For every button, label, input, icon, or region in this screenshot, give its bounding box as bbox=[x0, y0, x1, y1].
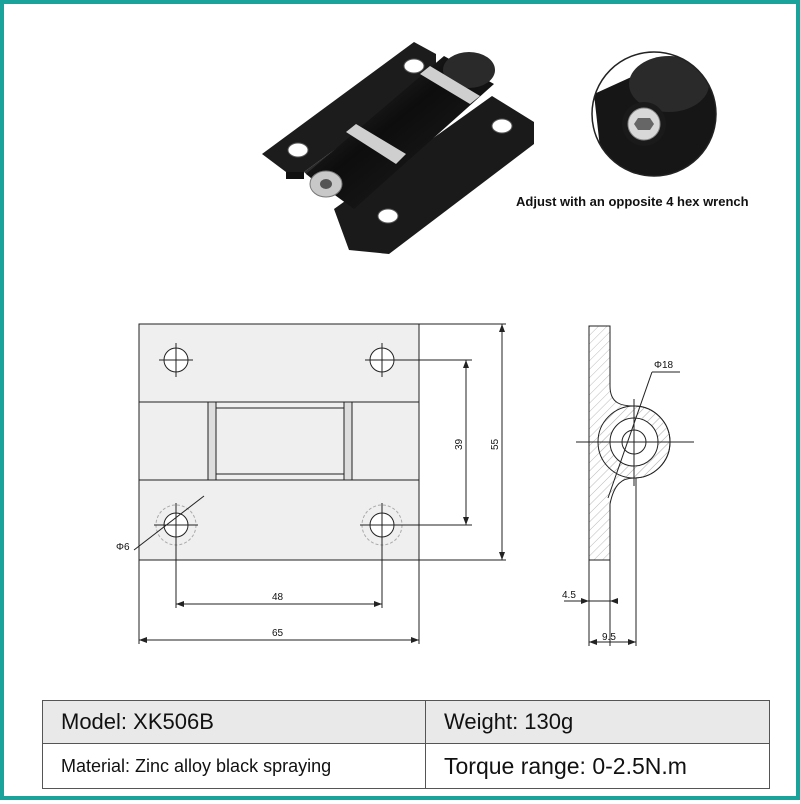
dim-plate-thickness: 4.5 bbox=[562, 590, 576, 601]
spec-weight: Weight: 130g bbox=[425, 700, 770, 744]
spec-table: Model: XK506B Weight: 130g Material: Zin… bbox=[42, 700, 770, 789]
side-dimension-arrows bbox=[581, 598, 636, 645]
closeup-caption: Adjust with an opposite 4 hex wrench bbox=[516, 194, 749, 209]
hex-socket-closeup bbox=[634, 118, 654, 130]
screw-hole-3 bbox=[491, 118, 513, 134]
spec-material: Material: Zinc alloy black spraying bbox=[42, 743, 426, 789]
hinge-photo bbox=[262, 42, 534, 254]
front-view-drawing bbox=[133, 323, 506, 644]
hinge-barrel bbox=[306, 56, 494, 209]
spec-model: Model: XK506B bbox=[42, 700, 426, 744]
screw-hole-2 bbox=[287, 142, 309, 158]
side-view-drawing bbox=[564, 325, 694, 646]
barrel-ring-1 bbox=[346, 124, 406, 164]
dim-hole-diameter: Φ6 bbox=[116, 542, 130, 553]
dim-hole-spacing-width: 48 bbox=[272, 592, 284, 603]
hinge-illustration: Φ6 Φ18 48 65 39 55 4.5 9.5 bbox=[116, 42, 717, 646]
barrel-ring-2 bbox=[420, 66, 480, 104]
hinge-leaf-left bbox=[262, 42, 436, 172]
dim-barrel-diameter: Φ18 bbox=[654, 360, 674, 371]
screw-hole-4 bbox=[377, 208, 399, 224]
spec-torque: Torque range: 0-2.5N.m bbox=[425, 743, 770, 789]
spec-row: Material: Zinc alloy black spraying Torq… bbox=[42, 743, 770, 789]
dim-total-depth: 9.5 bbox=[602, 632, 616, 643]
dim-total-height: 55 bbox=[490, 438, 501, 450]
dim-hole-spacing-height: 39 bbox=[454, 438, 465, 450]
spec-row: Model: XK506B Weight: 130g bbox=[42, 700, 770, 744]
dimension-arrows bbox=[139, 324, 505, 643]
screw-hole-1 bbox=[403, 58, 425, 74]
closeup-inset bbox=[591, 51, 717, 177]
dim-total-width: 65 bbox=[272, 628, 284, 639]
